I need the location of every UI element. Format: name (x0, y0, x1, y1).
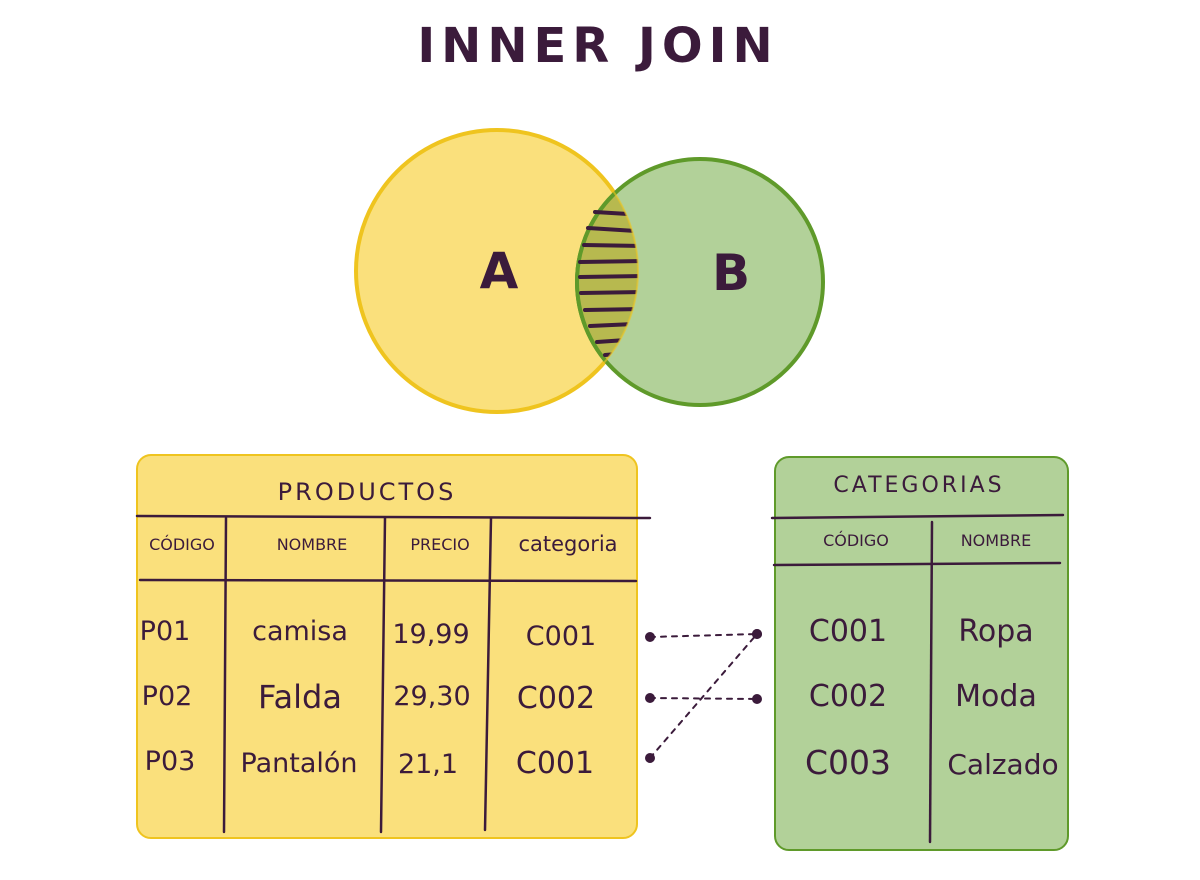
productos-row: P02 Falda 29,30 C002 (142, 678, 595, 716)
productos-table-title: PRODUCTOS (278, 478, 457, 506)
categorias-table-title: CATEGORIAS (833, 473, 1004, 498)
set-b-label: B (712, 244, 750, 302)
productos-header-row: CÓDIGO NOMBRE PRECIO categoria (149, 532, 617, 556)
productos-cell-precio: 21,1 (398, 749, 458, 780)
productos-header-codigo: CÓDIGO (149, 535, 215, 554)
productos-table: PRODUCTOS CÓDIGO NOMBRE PRECIO categoria… (135, 454, 652, 839)
productos-cell-precio: 19,99 (392, 619, 469, 650)
categorias-cell-codigo: C003 (805, 743, 891, 782)
categorias-row: C003 Calzado (805, 743, 1059, 782)
join-link-start-dot (645, 693, 655, 703)
diagram-title: INNER JOIN (417, 18, 778, 74)
categorias-cell-codigo: C001 (809, 614, 887, 649)
productos-table-background (136, 454, 638, 839)
categorias-header-nombre: NOMBRE (961, 531, 1032, 550)
productos-header-precio: PRECIO (410, 535, 469, 554)
join-link-line (649, 633, 758, 638)
intersection-region (575, 157, 638, 407)
productos-header-categoria: categoria (518, 532, 617, 556)
productos-row: P03 Pantalón 21,1 C001 (145, 746, 594, 781)
productos-cell-nombre: camisa (252, 616, 348, 647)
join-link-start-dot (645, 753, 655, 763)
categorias-row: C002 Moda (809, 679, 1037, 714)
categorias-grid-lines (770, 513, 1065, 844)
productos-header-nombre: NOMBRE (277, 535, 348, 554)
productos-cell-nombre: Pantalón (241, 748, 358, 779)
productos-cell-categoria: C002 (517, 681, 595, 716)
categorias-cell-codigo: C002 (809, 679, 887, 714)
productos-cell-nombre: Falda (258, 678, 342, 716)
productos-cell-categoria: C001 (516, 746, 594, 781)
venn-diagram: A B (354, 128, 825, 414)
productos-cell-codigo: P03 (145, 746, 196, 777)
join-link-end-dot (752, 694, 762, 704)
productos-row: P01 camisa 19,99 C001 (140, 616, 597, 652)
categorias-table-background (774, 456, 1069, 851)
categorias-header-codigo: CÓDIGO (823, 531, 889, 550)
join-link-end-dot (752, 629, 762, 639)
productos-cell-codigo: P02 (142, 681, 193, 712)
categorias-cell-nombre: Moda (955, 679, 1037, 714)
join-link-line (649, 633, 758, 759)
categorias-row: C001 Ropa (809, 614, 1034, 649)
categorias-table: CATEGORIAS CÓDIGO NOMBRE C001 Ropa C002 … (770, 456, 1069, 851)
categorias-cell-nombre: Calzado (947, 748, 1058, 781)
productos-grid-lines (135, 514, 652, 834)
productos-cell-codigo: P01 (140, 616, 191, 647)
set-a-label: A (480, 242, 519, 300)
join-link-start-dot (645, 632, 655, 642)
intersection-hatching (578, 210, 638, 357)
categorias-header-row: CÓDIGO NOMBRE (823, 531, 1031, 550)
join-link-line (649, 697, 758, 700)
productos-cell-categoria: C001 (526, 621, 596, 652)
productos-cell-precio: 29,30 (393, 681, 470, 712)
categorias-cell-nombre: Ropa (958, 614, 1033, 649)
join-links (645, 629, 762, 763)
